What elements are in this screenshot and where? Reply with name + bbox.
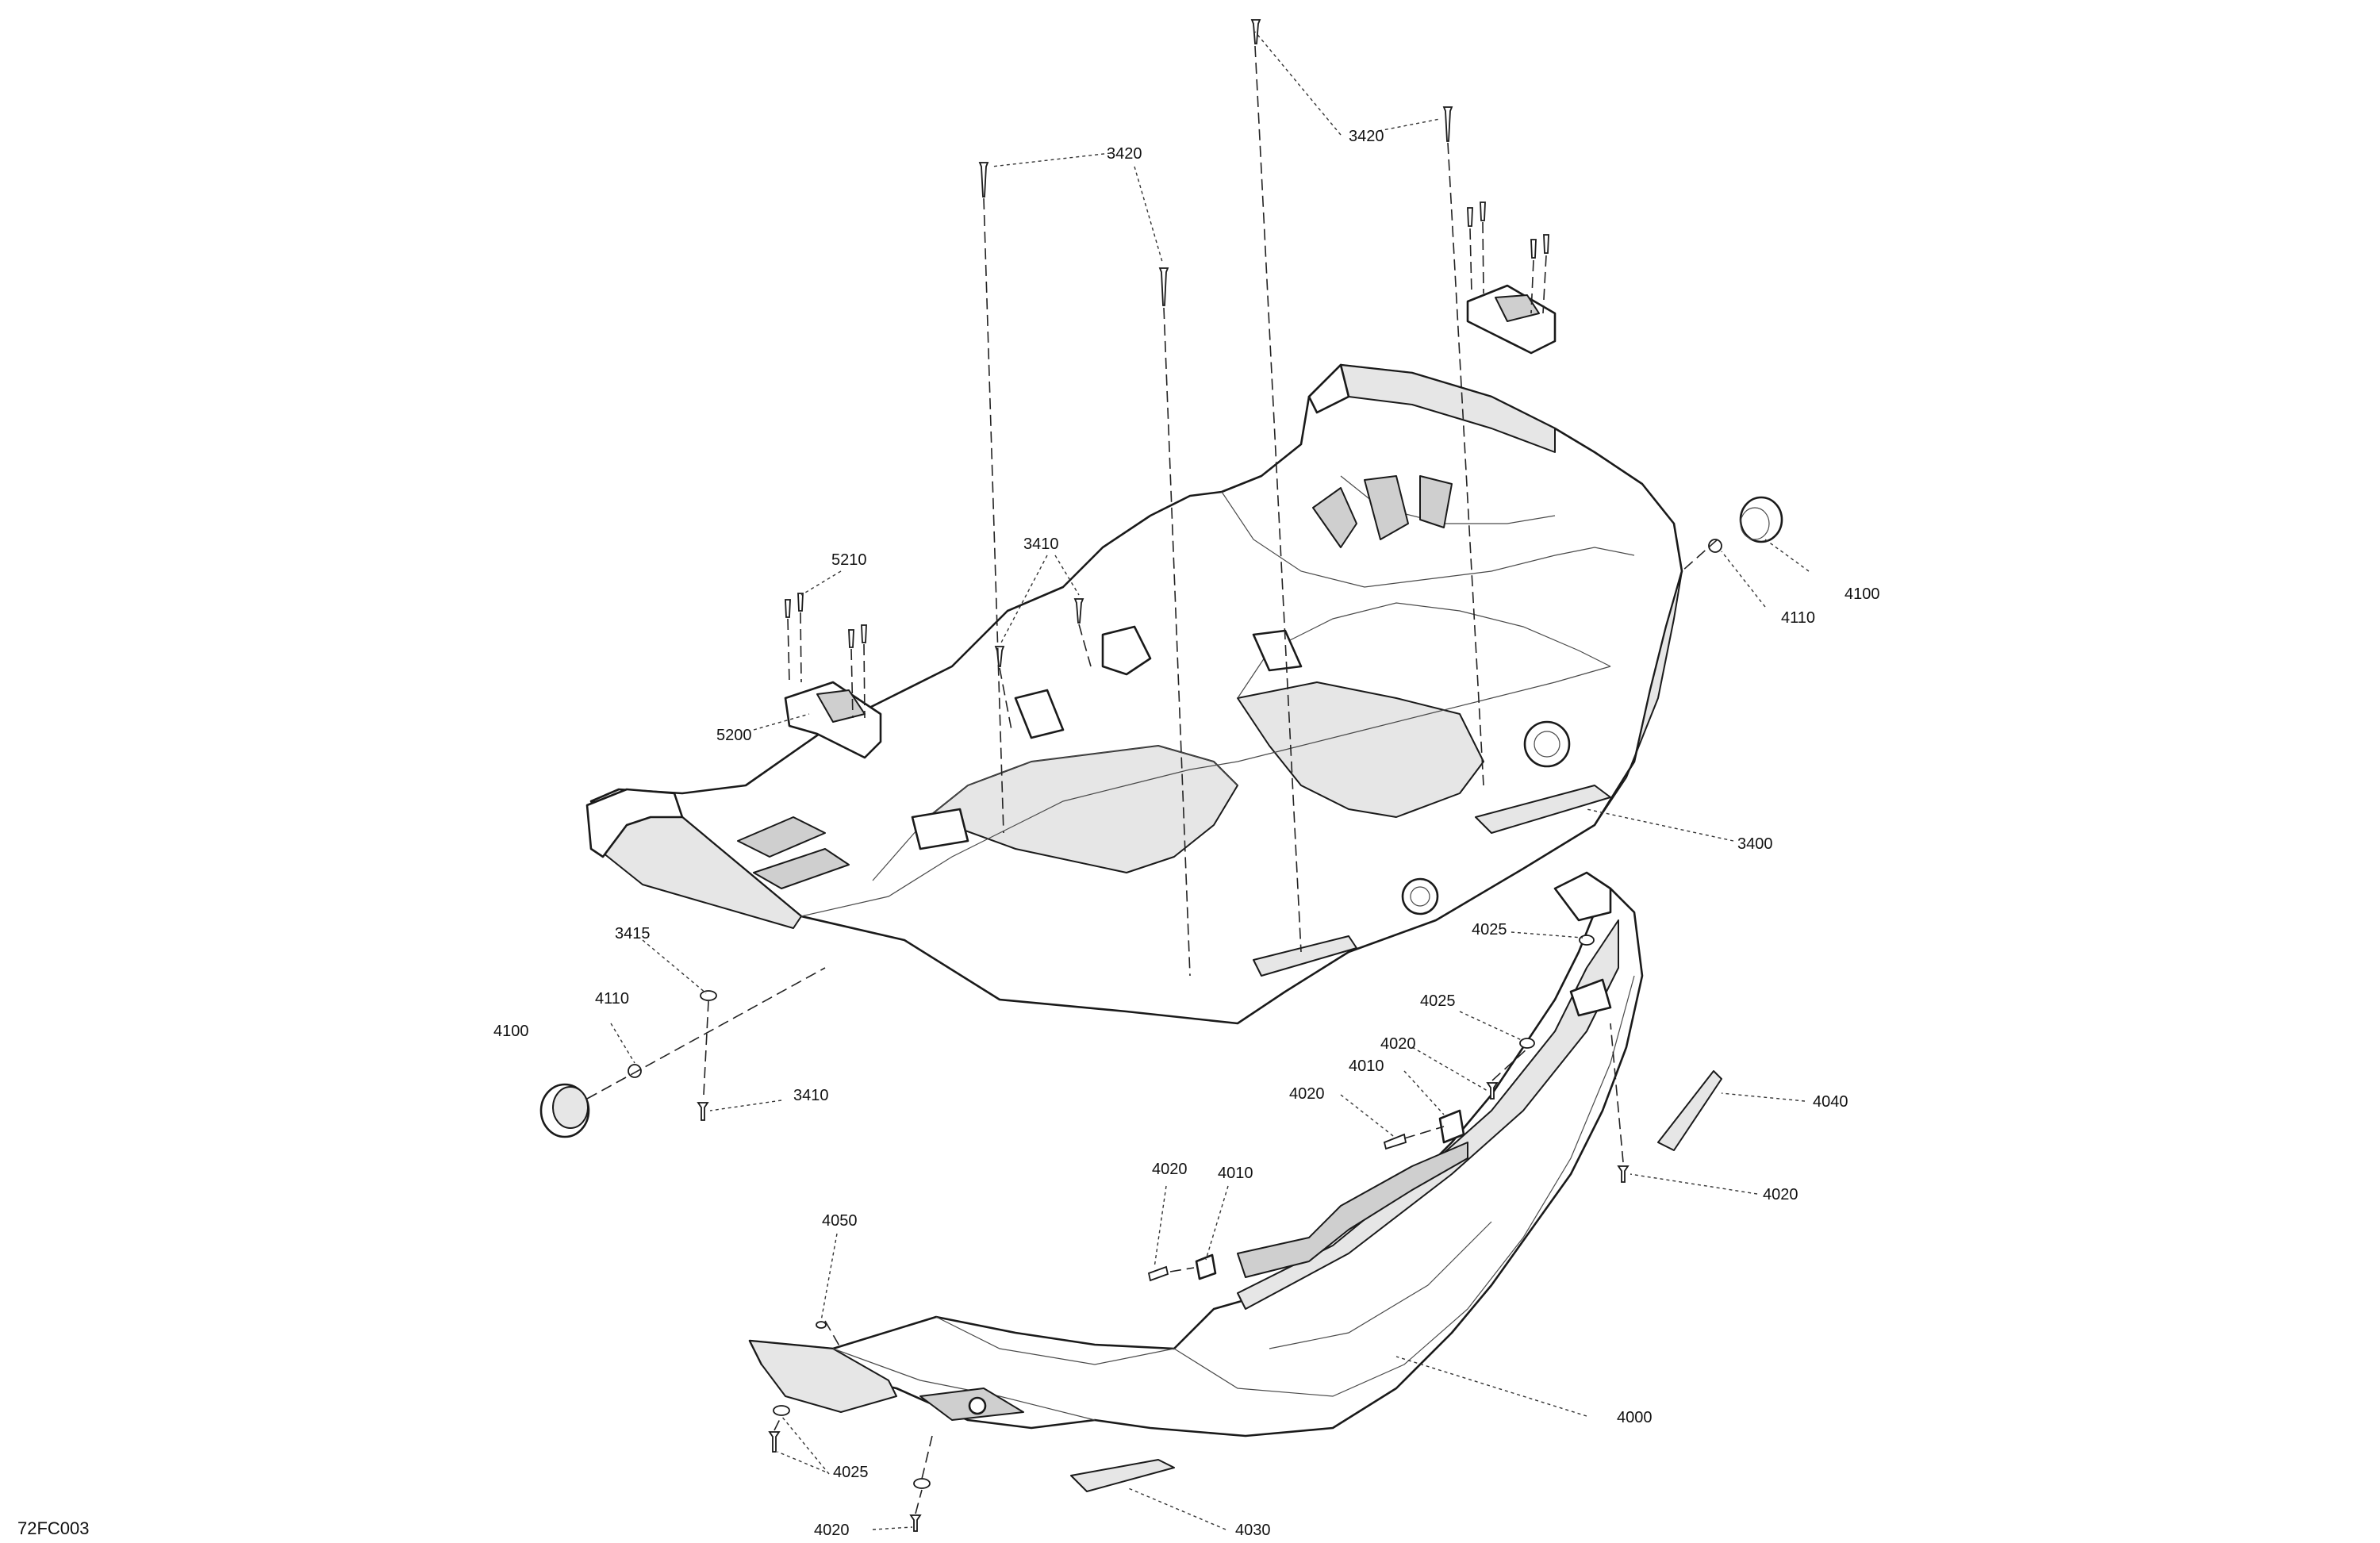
callout-labels: 3420 3420 3410 5210 5200 3400 4100 4110 … [493,128,1880,1539]
callout-4050: 4050 [822,1212,858,1230]
rack-tub-3400 [585,363,1683,1025]
callout-4000: 4000 [1617,1409,1653,1426]
callout-5200: 5200 [716,727,752,744]
callout-4110-left: 4110 [595,990,629,1008]
callout-4020-right: 4020 [1763,1186,1798,1203]
figure-id: 72FC003 [17,1518,90,1538]
callout-4020-mid-b: 4020 [1289,1085,1325,1103]
cap-4100-left [539,1083,590,1138]
washers [700,935,1595,1489]
callout-3420-right: 3420 [1349,128,1384,145]
callout-3415: 3415 [615,925,651,942]
callout-4025-top: 4025 [1472,921,1507,938]
callout-4020-low: 4020 [1152,1161,1188,1178]
callout-4100-right: 4100 [1844,585,1880,603]
callout-3410-top: 3410 [1023,535,1059,553]
assembly-lines [586,45,1718,1514]
callout-4010-mid: 4010 [1349,1057,1384,1075]
reflector-4030 [1070,1459,1175,1492]
leader-lines [610,31,1810,1530]
callout-3400: 3400 [1737,835,1773,853]
callout-4025-bottom: 4025 [833,1464,869,1481]
callout-4025-mid: 4025 [1420,992,1456,1010]
callout-3410-bottom: 3410 [793,1087,829,1104]
nut-4110-left [628,1064,642,1078]
cap-4100-right [1739,496,1783,543]
bracket-5200-left [784,681,882,759]
callout-4100-left: 4100 [493,1023,529,1040]
clips-4010 [1195,1109,1465,1280]
nut-4110-right [1708,539,1722,553]
bracket-5200-right [1466,284,1557,355]
screws [697,19,1630,1532]
reflector-4040 [1657,1070,1722,1151]
callout-4010-low: 4010 [1218,1165,1253,1182]
callout-4040: 4040 [1813,1093,1848,1111]
callout-5210: 5210 [831,551,867,569]
callout-4020-bottom: 4020 [814,1522,850,1539]
front-bumper-4000 [748,871,1644,1437]
callout-4020-mid-a: 4020 [1380,1035,1416,1053]
callout-4110-right: 4110 [1781,609,1815,627]
callout-4030: 4030 [1235,1522,1271,1539]
callout-3420-left: 3420 [1107,145,1142,163]
